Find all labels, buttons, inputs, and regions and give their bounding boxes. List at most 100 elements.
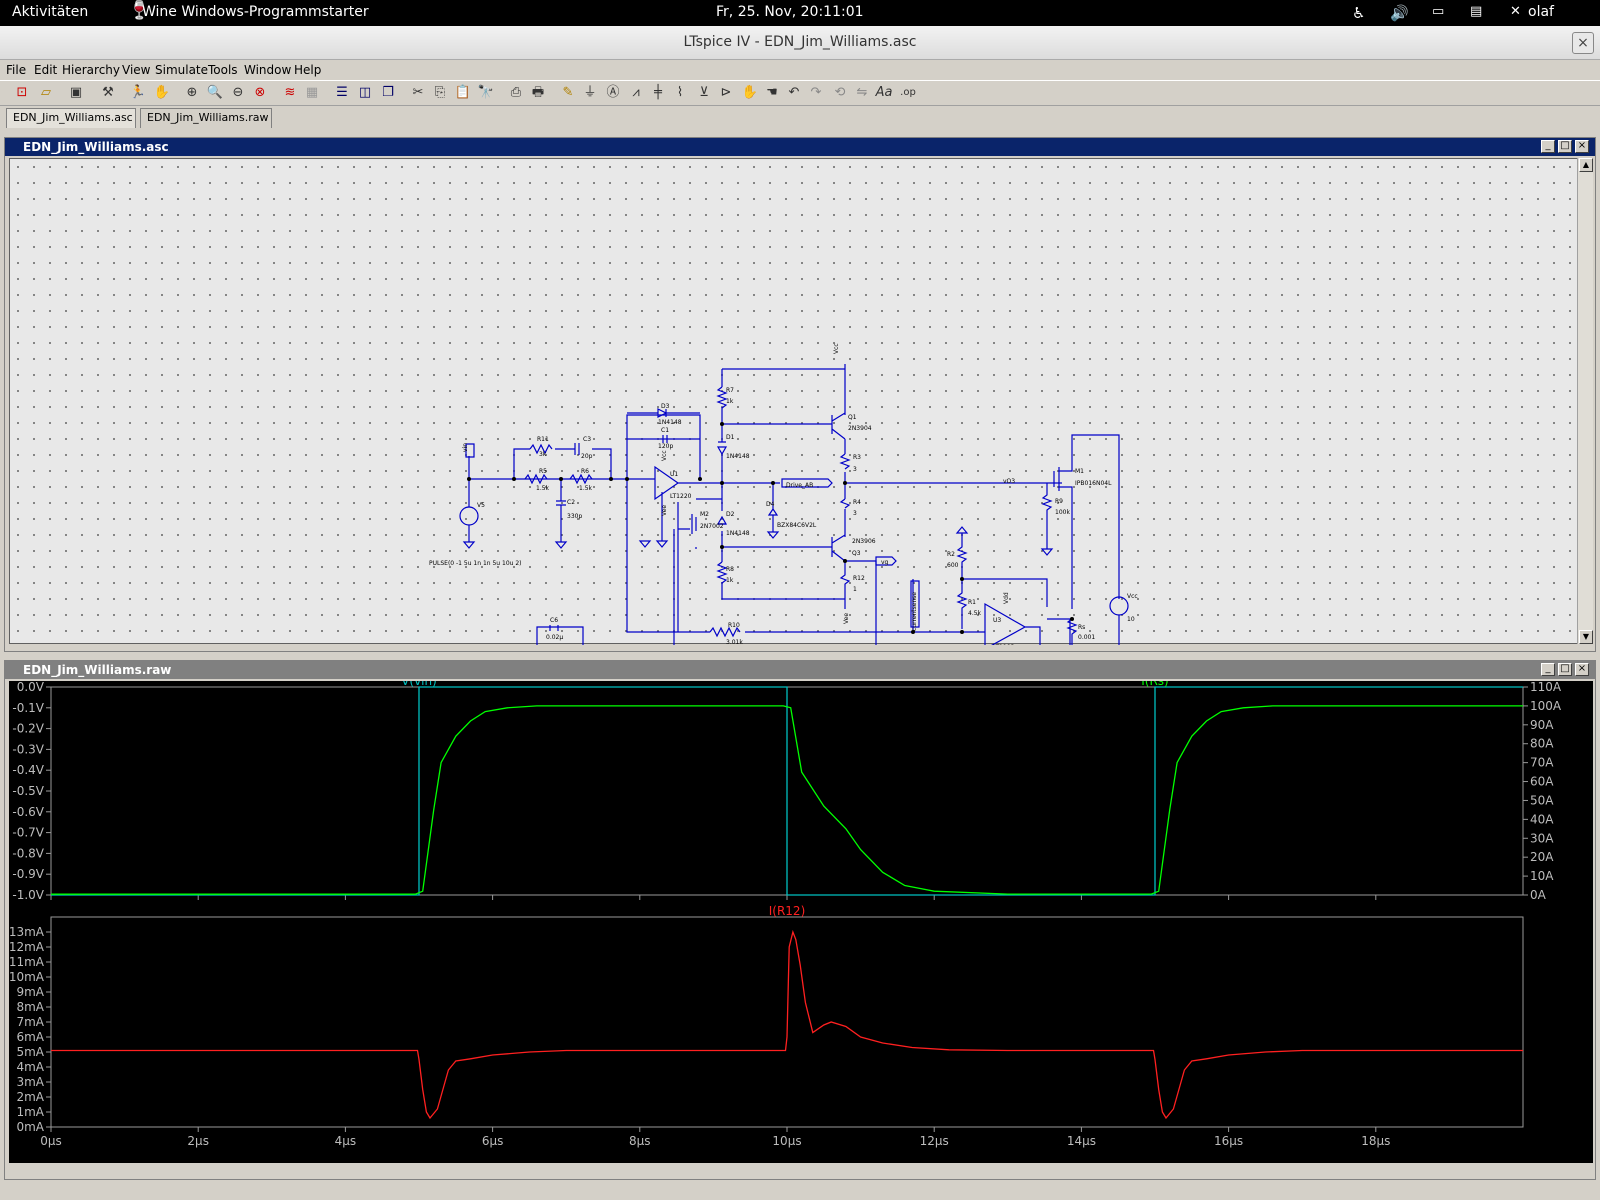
schematic-label: R12: [853, 575, 865, 582]
menu-view[interactable]: View: [122, 63, 151, 77]
accessibility-icon[interactable]: ♿: [1352, 4, 1366, 22]
text-icon[interactable]: Aa: [875, 85, 893, 100]
menu-bar: File Edit Hierarchy View Simulate Tools …: [0, 60, 1600, 80]
schematic-label: vin: [462, 443, 469, 452]
y2-tick-label: 80A: [1530, 737, 1554, 751]
paste-icon[interactable]: 📋: [454, 85, 472, 100]
waveform-icon[interactable]: ≋: [284, 85, 296, 100]
y-tick-label: 8mA: [16, 1000, 44, 1014]
y-tick-label: 0.0V: [17, 681, 45, 694]
drag-icon[interactable]: ☚: [766, 85, 778, 100]
series-legend-label[interactable]: V(vin): [401, 674, 437, 688]
minimize-button[interactable]: _: [1541, 140, 1555, 153]
y-tick-label: -0.5V: [12, 784, 44, 798]
schematic-label: Drive_AB: [786, 482, 813, 489]
spice-directive-icon[interactable]: .op: [900, 87, 916, 98]
schematic-label: 0.001: [1078, 634, 1095, 641]
inductor-icon[interactable]: ⌇: [676, 85, 684, 100]
cascade-icon[interactable]: ❐: [382, 85, 394, 100]
clock[interactable]: Fr, 25. Nov, 20:11:01: [716, 4, 864, 20]
draw-wire-icon[interactable]: ✎: [562, 85, 574, 100]
ground-icon[interactable]: ⏚: [583, 85, 597, 100]
print-setup-icon[interactable]: ⎙: [510, 85, 522, 100]
label-net-icon[interactable]: Ⓐ: [606, 85, 620, 100]
schematic-label: PULSE(0 -1 5u 1n 1n 5u 10u 2): [429, 560, 522, 567]
add-trace-icon[interactable]: ▦: [305, 85, 319, 100]
print-icon[interactable]: 🖶: [531, 85, 545, 100]
schematic-scrollbar[interactable]: ▲ ▼: [1577, 158, 1593, 644]
schematic-label: 2N7002: [700, 523, 724, 530]
pan-icon[interactable]: 🔍: [206, 85, 224, 100]
capacitor-icon[interactable]: ╪: [654, 85, 662, 100]
maximize-button[interactable]: □: [1558, 663, 1572, 676]
open-icon[interactable]: ▱: [41, 85, 51, 100]
volume-icon[interactable]: 🔊: [1390, 4, 1409, 22]
tab-waveform[interactable]: EDN_Jim_Williams.raw: [140, 108, 272, 128]
schematic-label: 1.5k: [579, 485, 593, 492]
redo-icon[interactable]: ↷: [810, 85, 822, 100]
save-icon[interactable]: ▣: [69, 85, 83, 100]
run-icon[interactable]: 🏃: [129, 85, 147, 100]
tile-horizontal-icon[interactable]: ☰: [336, 85, 348, 100]
schematic-label: 1k: [726, 398, 734, 405]
schematic-label: 1N4148: [658, 419, 682, 426]
menu-hierarchy[interactable]: Hierarchy: [62, 63, 121, 77]
resistor-icon[interactable]: ⩘: [632, 85, 640, 100]
cut-icon[interactable]: ✂: [412, 85, 424, 100]
mirror-icon[interactable]: ⇋: [856, 85, 868, 100]
series-legend-label[interactable]: I(R12): [769, 904, 806, 918]
zoom-in-icon[interactable]: ⊕: [186, 85, 198, 100]
window-close-button[interactable]: ×: [1572, 32, 1594, 54]
close-button[interactable]: ×: [1575, 663, 1589, 676]
y-tick-label: -0.8V: [12, 846, 44, 860]
maximize-button[interactable]: □: [1558, 140, 1572, 153]
schematic-label: 10: [1127, 616, 1135, 623]
activities-button[interactable]: Aktivitäten: [12, 4, 89, 20]
halt-icon[interactable]: ✋: [153, 85, 171, 100]
diode-icon[interactable]: ⊻: [699, 85, 709, 100]
undo-icon[interactable]: ↶: [788, 85, 800, 100]
user-menu[interactable]: olaf: [1528, 4, 1554, 20]
menu-simulate[interactable]: Simulate: [155, 63, 209, 77]
tab-schematic[interactable]: EDN_Jim_Williams.asc: [6, 108, 136, 128]
menu-tools[interactable]: Tools: [208, 63, 238, 77]
find-icon[interactable]: 🔭: [477, 85, 495, 100]
component-icon[interactable]: ⊳: [720, 85, 732, 100]
y-tick-label: -1.0V: [12, 888, 44, 902]
move-icon[interactable]: ✋: [741, 85, 759, 100]
waveform-plot[interactable]: 0.0V-0.1V-0.2V-0.3V-0.4V-0.5V-0.6V-0.7V-…: [9, 674, 1593, 1163]
y-tick-label: -0.1V: [12, 701, 44, 715]
menu-help[interactable]: Help: [294, 63, 322, 77]
schematic-label: LT1220: [670, 493, 692, 500]
scroll-down-icon[interactable]: ▼: [1579, 630, 1593, 644]
series-line: [51, 929, 1523, 1120]
zoom-fit-icon[interactable]: ⊗: [254, 85, 266, 100]
zoom-out-icon[interactable]: ⊖: [232, 85, 244, 100]
window-title: LTspice IV - EDN_Jim_Williams.asc: [683, 34, 917, 50]
display-icon[interactable]: ▭: [1432, 4, 1445, 19]
schematic-label: 330p: [567, 513, 582, 520]
schematic-label: R4: [853, 499, 861, 506]
tile-vertical-icon[interactable]: ◫: [358, 85, 372, 100]
copy-icon[interactable]: ⎘: [434, 85, 446, 100]
menu-edit[interactable]: Edit: [34, 63, 58, 77]
minimize-button[interactable]: _: [1541, 663, 1555, 676]
app-menu[interactable]: Wine Windows-Programmstarter: [142, 4, 369, 20]
scroll-up-icon[interactable]: ▲: [1579, 158, 1593, 172]
series-legend-label[interactable]: I(Rs): [1141, 674, 1169, 688]
schematic-label: 3: [853, 510, 857, 517]
menu-file[interactable]: File: [6, 63, 27, 77]
battery-icon[interactable]: ✕: [1510, 4, 1521, 19]
x-tick-label: 8µs: [629, 1134, 651, 1148]
rotate-icon[interactable]: ⟲: [834, 85, 846, 100]
schematic-label: 100k: [1055, 509, 1070, 516]
new-schematic-icon[interactable]: ⊡: [16, 85, 28, 100]
control-panel-icon[interactable]: ⚒: [102, 85, 114, 100]
clipboard-icon[interactable]: ▤: [1470, 4, 1483, 19]
close-button[interactable]: ×: [1575, 140, 1589, 153]
schematic-label: Vee: [661, 505, 668, 516]
menu-window[interactable]: Window: [244, 63, 292, 77]
schematic-label: C2: [567, 499, 575, 506]
schematic-label: M1: [1075, 468, 1084, 475]
